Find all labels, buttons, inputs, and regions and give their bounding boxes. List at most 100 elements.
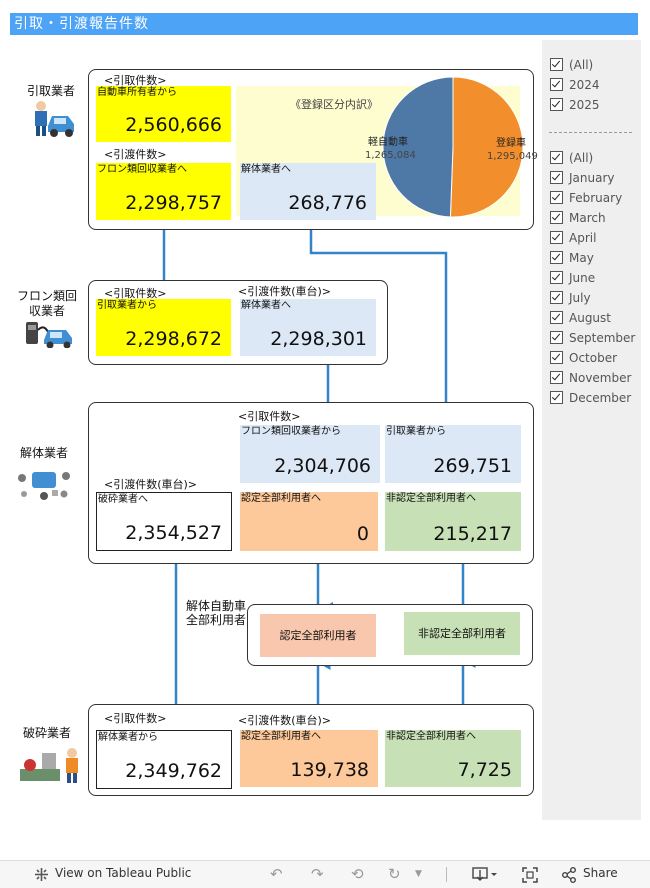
cell-label: 引取業者から: [97, 300, 157, 311]
cell-kaitai-to-nintei: 認定全部利用者へ 0: [240, 492, 378, 551]
cell-label: 自動車所有者から: [97, 87, 177, 98]
month-filter-all[interactable]: (All): [550, 148, 593, 168]
checkbox-icon[interactable]: [550, 251, 563, 264]
month-filter-may[interactable]: May: [550, 248, 594, 268]
share-icon[interactable]: [561, 867, 577, 883]
cell-label: 非認定全部利用者へ: [386, 731, 476, 742]
pie-slice-kei[interactable]: [382, 76, 454, 218]
cell-value: 2,349,762: [125, 760, 222, 782]
chevron-down-icon[interactable]: ▼: [415, 869, 422, 879]
filter-divider: [549, 132, 632, 133]
share-button[interactable]: Share: [583, 866, 618, 880]
toolbar-divider: [446, 867, 447, 882]
actor-kaitai-car-users-label: 解体自動車全部利用者: [186, 599, 247, 627]
cell-label: 解体業者から: [98, 732, 158, 743]
arrow-to-kaitai-direct: [309, 222, 461, 435]
cell-furon-to-kaitai: 解体業者へ 2,298,301: [240, 299, 376, 356]
pie-value-touroku: 1,295,049: [487, 151, 538, 162]
actor-hikitori-label: 引取業者: [26, 84, 75, 98]
cell-label: 認定全部利用者へ: [241, 493, 321, 504]
checkbox-icon[interactable]: [550, 271, 563, 284]
checkbox-icon[interactable]: [550, 191, 563, 204]
cell-to-kaitai: 解体業者へ 268,776: [240, 163, 376, 220]
checkbox-icon[interactable]: [550, 98, 563, 111]
month-filter-august[interactable]: August: [550, 308, 611, 328]
month-filter-september[interactable]: September: [550, 328, 635, 348]
actor-hasai-label: 破砕業者: [22, 726, 71, 740]
year-filter-2025[interactable]: 2025: [550, 95, 600, 115]
registration-pie-chart[interactable]: [382, 75, 524, 219]
checkbox-icon[interactable]: [550, 78, 563, 91]
cell-kaitai-from-hikitori: 引取業者から 269,751: [385, 425, 521, 483]
actor-kaitai-label: 解体業者: [19, 446, 68, 460]
group-label: <引渡件数>: [104, 148, 167, 161]
month-filter-march[interactable]: March: [550, 208, 606, 228]
checkbox-icon[interactable]: [550, 211, 563, 224]
checkbox-icon[interactable]: [550, 351, 563, 364]
dismantling-parts-icon: [18, 472, 70, 500]
group-label: <引取件数>: [104, 287, 167, 300]
month-filter-april[interactable]: April: [550, 228, 596, 248]
checkbox-icon[interactable]: [550, 151, 563, 164]
cell-value: 269,751: [433, 455, 512, 477]
checkbox-icon[interactable]: [550, 331, 563, 344]
checkbox-icon[interactable]: [550, 391, 563, 404]
cell-value: 2,298,301: [270, 328, 367, 350]
pie-label-kei: 軽自動車: [368, 137, 408, 148]
cell-value: 2,560,666: [125, 114, 222, 136]
cell-kaitai-to-hinintei: 非認定全部利用者へ 215,217: [385, 492, 521, 551]
month-filter-july[interactable]: July: [550, 288, 591, 308]
cell-to-furon: フロン類回収業者へ 2,298,757: [96, 163, 231, 220]
month-filter-january[interactable]: January: [550, 168, 615, 188]
checkbox-icon[interactable]: [550, 58, 563, 71]
cell-hasai-to-nintei: 認定全部利用者へ 139,738: [240, 730, 378, 787]
filter-sidebar: (All) 2024 2025 (All) January February M…: [542, 40, 641, 820]
refresh-icon[interactable]: ↻: [388, 865, 401, 883]
month-filter-february[interactable]: February: [550, 188, 622, 208]
cell-hasai-from-kaitai: 解体業者から 2,349,762: [96, 730, 232, 789]
checkbox-icon[interactable]: [550, 291, 563, 304]
checkbox-icon[interactable]: [550, 171, 563, 184]
cell-furon-from-hikitori: 引取業者から 2,298,672: [96, 299, 231, 356]
undo-icon[interactable]: ↶: [270, 865, 283, 883]
cell-label: 非認定全部利用者へ: [386, 493, 476, 504]
cell-label: フロン類回収業者へ: [97, 164, 187, 175]
year-filter-all[interactable]: (All): [550, 55, 593, 75]
checkbox-icon[interactable]: [550, 311, 563, 324]
pie-label-touroku: 登録車: [496, 138, 526, 149]
year-filter-2024[interactable]: 2024: [550, 75, 600, 95]
month-filter-october[interactable]: October: [550, 348, 617, 368]
group-label: <引渡件数(車台)>: [238, 285, 332, 298]
group-label: <引取件数>: [238, 410, 301, 423]
cell-label: フロン類回収業者から: [241, 426, 341, 437]
checkbox-icon[interactable]: [550, 371, 563, 384]
cell-hasai-to-hinintei: 非認定全部利用者へ 7,725: [385, 730, 521, 787]
fullscreen-icon[interactable]: [522, 867, 538, 883]
hinintei-user-box: 非認定全部利用者: [404, 612, 520, 655]
cell-value: 2,298,757: [125, 192, 222, 214]
checkbox-icon[interactable]: [550, 231, 563, 244]
month-filter-june[interactable]: June: [550, 268, 595, 288]
pie-slice-touroku[interactable]: [449, 76, 524, 218]
month-filter-december[interactable]: December: [550, 388, 631, 408]
cell-value: 2,354,527: [125, 522, 222, 544]
month-filter-november[interactable]: November: [550, 368, 631, 388]
shredder-worker-icon: [20, 748, 78, 783]
cell-value: 139,738: [290, 759, 369, 781]
actor-furon-label: フロン類回収業者: [16, 289, 77, 318]
breakdown-title: 《登録区分内訳》: [290, 98, 378, 111]
redo-icon[interactable]: ↷: [311, 865, 324, 883]
group-label: <引渡件数(車台)>: [104, 478, 198, 491]
cell-value: 268,776: [288, 192, 367, 214]
tableau-toolbar: View on Tableau Public ↶ ↷ ⟲ ↻ ▼ Share: [0, 860, 650, 888]
view-on-tableau-link[interactable]: View on Tableau Public: [55, 866, 192, 880]
cell-kaitai-to-hasai: 破砕業者へ 2,354,527: [96, 492, 232, 551]
cell-value: 0: [356, 523, 369, 545]
cell-label: 認定全部利用者へ: [241, 731, 321, 742]
cell-label: 破砕業者へ: [98, 494, 148, 505]
group-label: <引渡件数(車台)>: [238, 714, 332, 727]
tow-truck-worker-icon: [35, 101, 74, 137]
download-icon[interactable]: [472, 867, 500, 882]
tableau-logo-icon: [35, 868, 48, 881]
revert-icon[interactable]: ⟲: [351, 865, 364, 883]
